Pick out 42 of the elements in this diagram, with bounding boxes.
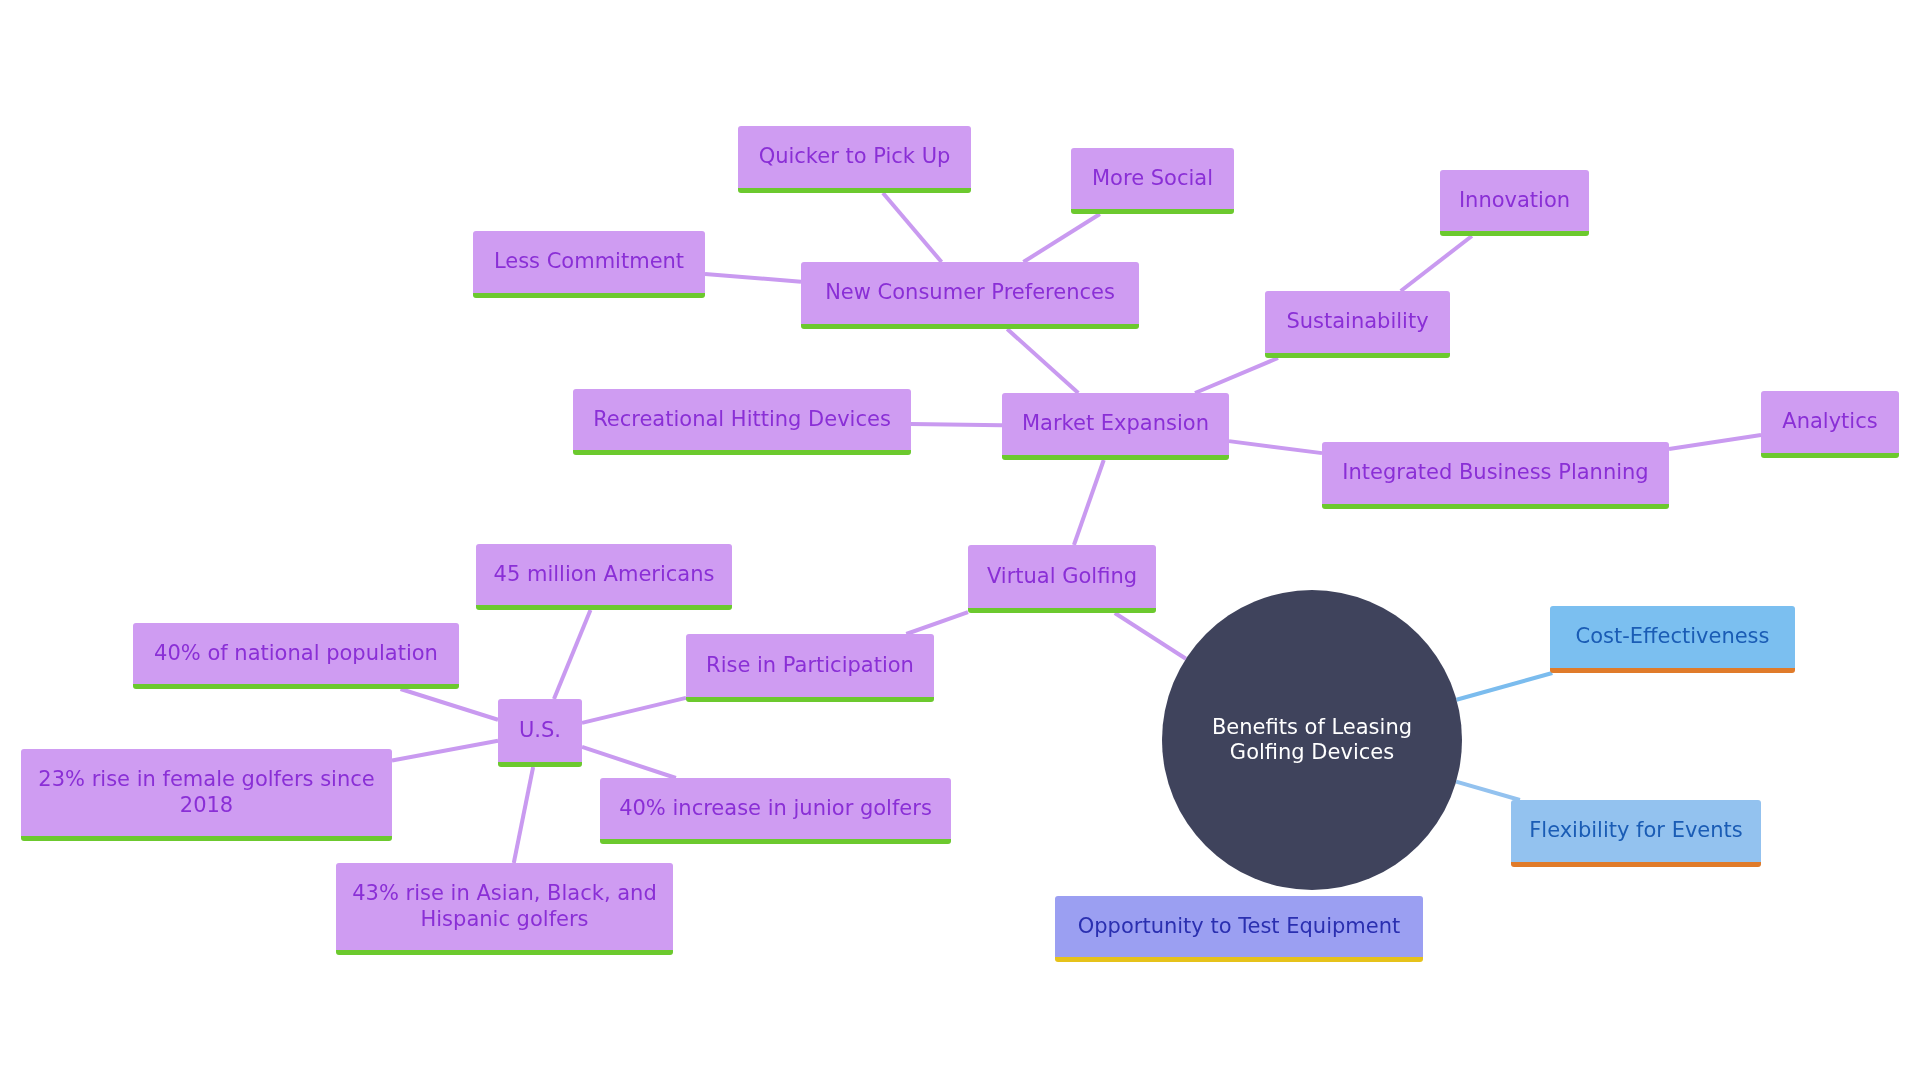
- topic-box: Innovation: [1440, 170, 1589, 236]
- topic-box: 43% rise in Asian, Black, and Hispanic golfers: [336, 863, 673, 955]
- topic-box: Virtual Golfing: [968, 545, 1156, 613]
- topic-box: 40% of national population: [133, 623, 459, 689]
- central-topic-circle: Benefits of Leasing Golfing Devices: [1162, 590, 1462, 890]
- connector-line: [581, 695, 687, 725]
- topic-box: Cost-Effectiveness: [1550, 606, 1795, 673]
- topic-box: Opportunity to Test Equipment: [1055, 896, 1423, 962]
- topic-box: Quicker to Pick Up: [738, 126, 971, 193]
- topic-box: Rise in Participation: [686, 634, 934, 702]
- topic-box: Flexibility for Events: [1511, 800, 1761, 867]
- connector-line: [881, 191, 944, 264]
- topic-box: More Social: [1071, 148, 1234, 214]
- connector-line: [391, 738, 499, 763]
- connector-line: [1668, 433, 1762, 452]
- connector-line: [1455, 779, 1521, 802]
- topic-box: U.S.: [498, 699, 582, 767]
- connector-line: [511, 766, 536, 864]
- topic-box: Recreational Hitting Devices: [573, 389, 911, 455]
- topic-box: 23% rise in female golfers since 2018: [21, 749, 392, 841]
- topic-box: New Consumer Preferences: [801, 262, 1139, 329]
- topic-box: Less Commitment: [473, 231, 705, 298]
- topic-box: Analytics: [1761, 391, 1899, 458]
- connector-line: [1455, 671, 1553, 702]
- connector-line: [1113, 611, 1187, 661]
- topic-box: Market Expansion: [1002, 393, 1229, 460]
- connector-line: [910, 422, 1003, 428]
- connector-line: [905, 610, 969, 636]
- connector-line: [1022, 212, 1101, 264]
- connector-line: [399, 687, 499, 722]
- topic-box: Sustainability: [1265, 291, 1450, 358]
- connector-line: [581, 745, 677, 780]
- connector-line: [552, 609, 593, 700]
- connector-line: [1228, 439, 1323, 456]
- topic-box: Integrated Business Planning: [1322, 442, 1669, 509]
- topic-box: 45 million Americans: [476, 544, 732, 610]
- connector-line: [1194, 356, 1279, 395]
- topic-box: 40% increase in junior golfers: [600, 778, 951, 844]
- connector-line: [704, 271, 802, 284]
- connector-line: [1072, 459, 1106, 546]
- connector-line: [1399, 234, 1474, 293]
- connector-line: [1005, 327, 1080, 395]
